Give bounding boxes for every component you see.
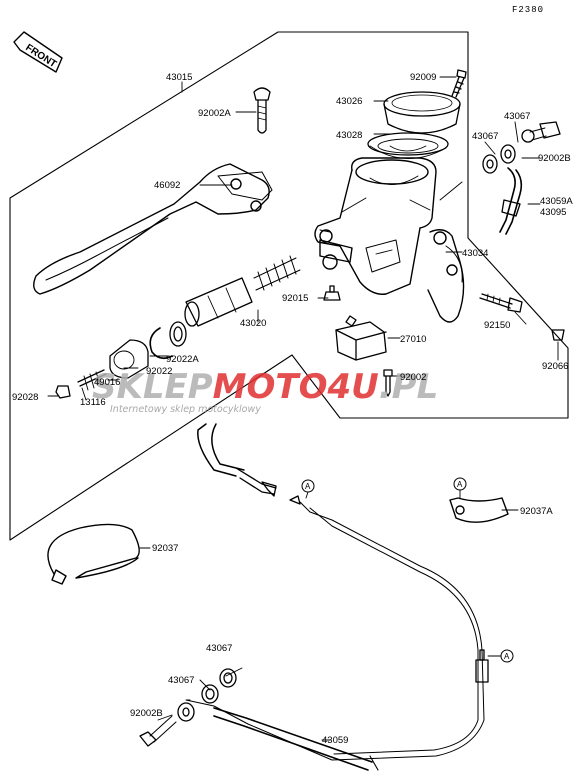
bolt-92009 <box>451 69 467 98</box>
label-43067-b: 43067 <box>472 131 498 142</box>
watermark-brand-digits: 4U <box>327 367 379 407</box>
svg-text:A: A <box>305 482 311 491</box>
screw-92002 <box>383 369 393 397</box>
switch-27010 <box>335 315 387 361</box>
circlip-92022a <box>149 321 187 360</box>
label-92015: 92015 <box>282 293 308 304</box>
front-badge-text: FRONT <box>23 42 58 70</box>
label-27010: 27010 <box>400 334 426 345</box>
cable-43059 <box>185 423 489 771</box>
label-92028: 92028 <box>12 392 38 403</box>
label-43026: 43026 <box>336 96 362 107</box>
label-43034: 43034 <box>462 248 488 259</box>
label-92002b-a: 92002B <box>538 153 571 164</box>
watermark: SKLEPMOTO4U.PL Internetowy sklep motocyk… <box>92 367 438 415</box>
nut-92028 <box>55 385 71 399</box>
label-43067-a: 43067 <box>504 111 530 122</box>
nut-92015 <box>323 285 341 301</box>
banjo-bolt-92002b-bottom <box>139 668 237 747</box>
label-13116: 13116 <box>80 397 106 408</box>
ref-a-1: A <box>301 479 315 499</box>
label-92150: 92150 <box>484 320 510 331</box>
label-43059a: 43059A <box>540 196 573 207</box>
label-49016: 49016 <box>94 377 120 388</box>
handlebar-clamp-43034 <box>427 229 465 323</box>
front-direction-badge: FRONT <box>13 31 63 73</box>
label-43015: 43015 <box>166 72 192 83</box>
svg-text:SKLEPMOTO4U.PL: SKLEPMOTO4U.PL <box>92 367 438 407</box>
watermark-brand-tld: .PL <box>379 367 439 407</box>
label-92022: 92022 <box>146 366 172 377</box>
watermark-brand-gray: SKLEP <box>92 367 213 407</box>
label-92022a: 92022A <box>166 354 199 365</box>
svg-text:A: A <box>504 652 510 661</box>
label-92037: 92037 <box>152 543 178 554</box>
ref-a-2: A <box>453 477 467 499</box>
part-labels: 43015 92009 43026 43028 43067 43067 9200… <box>12 72 573 746</box>
label-43095: 43095 <box>540 207 566 218</box>
label-92002b-b: 92002B <box>130 708 163 719</box>
label-92002: 92002 <box>400 372 426 383</box>
label-43059: 43059 <box>322 735 348 746</box>
label-92037a: 92037A <box>520 506 553 517</box>
watermark-brand-red: MOTO <box>213 367 328 407</box>
bracket-92037a <box>449 497 509 523</box>
label-46092: 46092 <box>154 180 180 191</box>
label-43067-d: 43067 <box>168 675 194 686</box>
watermark-subtitle: Internetowy sklep motocyklowy <box>110 404 261 415</box>
diagram-code: F2380 <box>512 5 544 15</box>
banjo-bolt-92002b-top <box>482 121 561 174</box>
label-92066: 92066 <box>542 361 568 372</box>
reservoir-cap-43026 <box>383 91 461 134</box>
label-43028: 43028 <box>336 130 362 141</box>
ref-a-3: A <box>487 649 514 663</box>
piston-assembly-43020 <box>184 255 301 327</box>
diaphragm-43028 <box>367 132 449 159</box>
brake-hose-43059a <box>499 167 523 235</box>
label-43067-c: 43067 <box>206 643 232 654</box>
screw-92002a-top <box>253 87 271 134</box>
cap-92066 <box>551 329 565 341</box>
brake-lever-46092 <box>33 163 273 295</box>
svg-text:A: A <box>457 480 463 489</box>
band-92037 <box>47 523 140 585</box>
push-rod-13116 <box>77 369 107 391</box>
screw-92150 <box>479 293 523 313</box>
label-92002a-top: 92002A <box>198 108 231 119</box>
boot-49016 <box>109 339 149 379</box>
master-cylinder-body <box>314 157 437 295</box>
assembly-boundary <box>9 31 569 541</box>
label-92009: 92009 <box>410 72 436 83</box>
label-43020: 43020 <box>240 318 266 329</box>
